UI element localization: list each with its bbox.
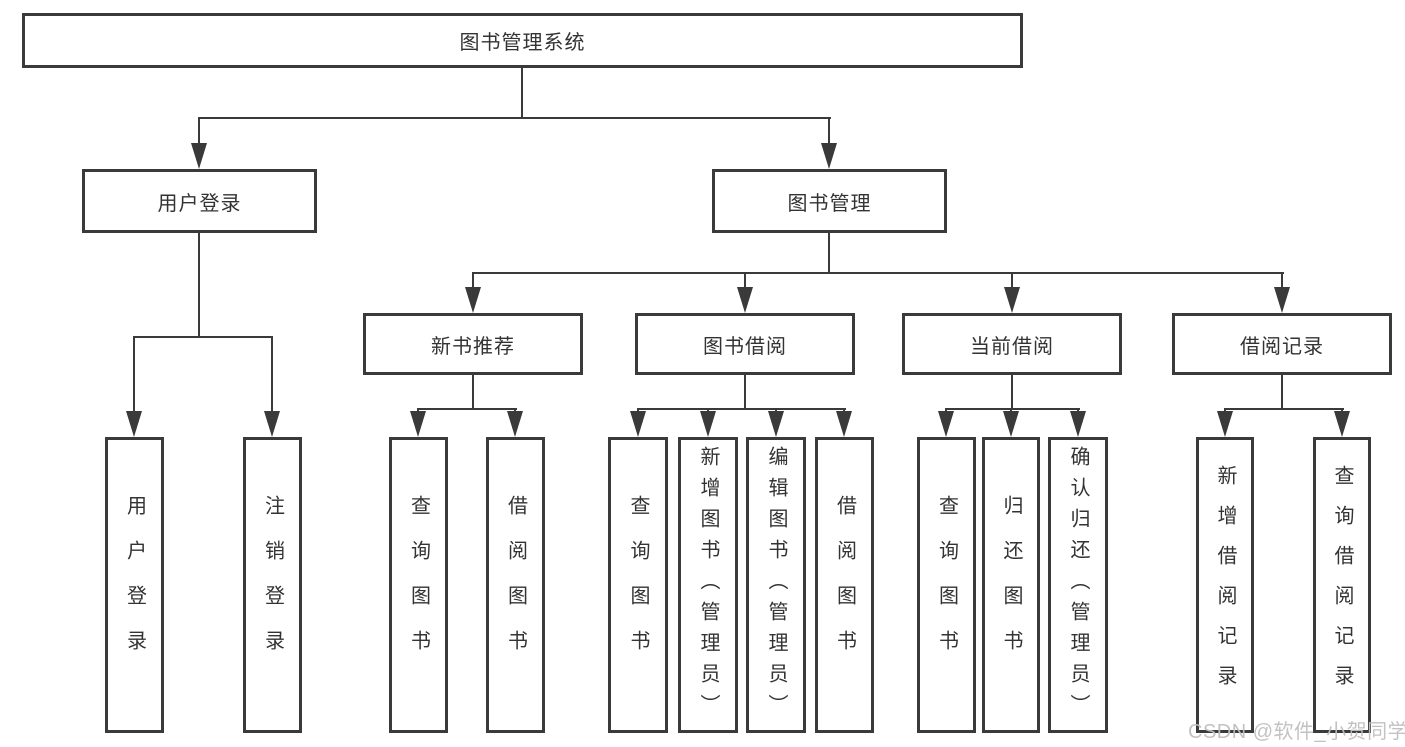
arrowhead-leaf-borrow-books-1: [507, 411, 523, 437]
arrowhead-leaf-query-books-1: [410, 411, 426, 437]
arrowhead-book-borrow: [737, 287, 753, 313]
connector-book-mgmt-trunk: [828, 233, 830, 274]
arrowhead-leaf-add-borrow-record: [1217, 411, 1233, 437]
leaf-confirm-return-admin: 确认归还（管理员）: [1048, 437, 1108, 733]
leaf-add-books-admin: 新增图书（管理员）: [678, 437, 738, 733]
connector-groupC-trunk: [744, 375, 746, 410]
leaf-user-login: 用户登录: [105, 437, 164, 733]
leaf-logout: 注销登录: [243, 437, 302, 733]
leaf-borrow-books-1: 借阅图书: [486, 437, 545, 733]
connector-groupA-stem-1: [133, 336, 135, 414]
node-book-management-label: 图书管理: [787, 192, 872, 215]
connector-new-book-stem: [472, 272, 474, 289]
leaf-query-books-3: 查询图书: [917, 437, 976, 733]
arrowhead-leaf-user-login: [126, 411, 142, 437]
leaf-add-borrow-record: 新增借阅记录: [1196, 437, 1254, 733]
arrowhead-borrow-records: [1274, 287, 1290, 313]
connector-book-mgmt-stem: [828, 117, 830, 146]
node-borrowing-records: 借阅记录: [1172, 313, 1392, 375]
node-book-borrowing: 图书借阅: [635, 313, 855, 375]
arrowhead-leaf-edit-books: [768, 411, 784, 437]
connector-groupD-trunk: [1011, 375, 1013, 410]
node-current-borrowing-label: 当前借阅: [970, 335, 1054, 358]
arrowhead-leaf-query-books-2: [630, 411, 646, 437]
node-book-borrowing-label: 图书借阅: [703, 335, 787, 358]
leaf-borrow-books-2: 借阅图书: [815, 437, 874, 733]
leaf-edit-books-admin-label: 编辑图书（管理员）: [765, 445, 787, 725]
arrowhead-new-book: [465, 287, 481, 313]
leaf-add-borrow-record-label: 新增借阅记录: [1214, 465, 1236, 705]
node-borrowing-records-label: 借阅记录: [1240, 335, 1324, 358]
connector-user-login-stem: [198, 117, 200, 146]
connector-groupE-trunk: [1281, 375, 1283, 410]
arrowhead-leaf-query-borrow-record: [1334, 411, 1350, 437]
leaf-query-books-1-label: 查询图书: [407, 495, 430, 675]
connector-root-trunk: [521, 68, 523, 119]
arrowhead-book-mgmt: [821, 143, 837, 169]
leaf-return-books: 归还图书: [982, 437, 1040, 733]
csdn-watermark: CSDN @软件_小贺同学: [1188, 721, 1405, 743]
leaf-add-books-admin-label: 新增图书（管理员）: [697, 445, 719, 725]
leaf-logout-label: 注销登录: [261, 495, 284, 675]
arrowhead-leaf-query-books-3: [938, 411, 954, 437]
arrowhead-current-borrow: [1004, 287, 1020, 313]
arrowhead-leaf-borrow-books-2: [836, 411, 852, 437]
leaf-query-books-2: 查询图书: [608, 437, 668, 733]
node-library-system-label: 图书管理系统: [459, 32, 586, 54]
leaf-query-books-2-label: 查询图书: [627, 495, 649, 675]
arrowhead-leaf-return-books: [1003, 411, 1019, 437]
connector-groupC-rail: [637, 408, 846, 410]
node-new-book-recommend: 新书推荐: [363, 313, 583, 375]
leaf-edit-books-admin: 编辑图书（管理员）: [746, 437, 806, 733]
connector-groupD-rail: [945, 408, 1080, 410]
connector-current-borrow-stem: [1011, 272, 1013, 289]
connector-groupA-rail: [133, 336, 273, 338]
connector-groupA-trunk: [198, 233, 200, 338]
node-user-login-label: 用户登录: [157, 192, 242, 215]
connector-borrow-records-stem: [1281, 272, 1283, 289]
leaf-user-login-label: 用户登录: [123, 495, 146, 675]
connector-groupA-stem-2: [271, 336, 273, 414]
node-book-management: 图书管理: [712, 169, 947, 233]
leaf-query-books-3-label: 查询图书: [935, 495, 958, 675]
connector-book-borrow-stem: [744, 272, 746, 289]
connector-groupB-rail: [417, 408, 517, 410]
connector-groupB-trunk: [472, 375, 474, 410]
node-new-book-recommend-label: 新书推荐: [431, 335, 515, 358]
arrowhead-leaf-logout: [264, 411, 280, 437]
leaf-return-books-label: 归还图书: [1000, 495, 1022, 675]
leaf-borrow-books-2-label: 借阅图书: [833, 495, 856, 675]
arrowhead-leaf-confirm-return: [1070, 411, 1086, 437]
arrowhead-leaf-add-books: [700, 411, 716, 437]
node-current-borrowing: 当前借阅: [902, 313, 1122, 375]
node-user-login: 用户登录: [82, 169, 317, 233]
leaf-query-books-1: 查询图书: [389, 437, 448, 733]
connector-groupE-rail: [1224, 408, 1344, 410]
connector-level1-rail: [198, 117, 831, 119]
node-library-system: 图书管理系统: [22, 13, 1023, 68]
leaf-query-borrow-record-label: 查询借阅记录: [1331, 465, 1353, 705]
leaf-confirm-return-admin-label: 确认归还（管理员）: [1067, 445, 1089, 725]
arrowhead-user-login: [191, 143, 207, 169]
leaf-query-borrow-record: 查询借阅记录: [1313, 437, 1371, 733]
leaf-borrow-books-1-label: 借阅图书: [504, 495, 527, 675]
connector-level2-rail: [472, 272, 1284, 274]
